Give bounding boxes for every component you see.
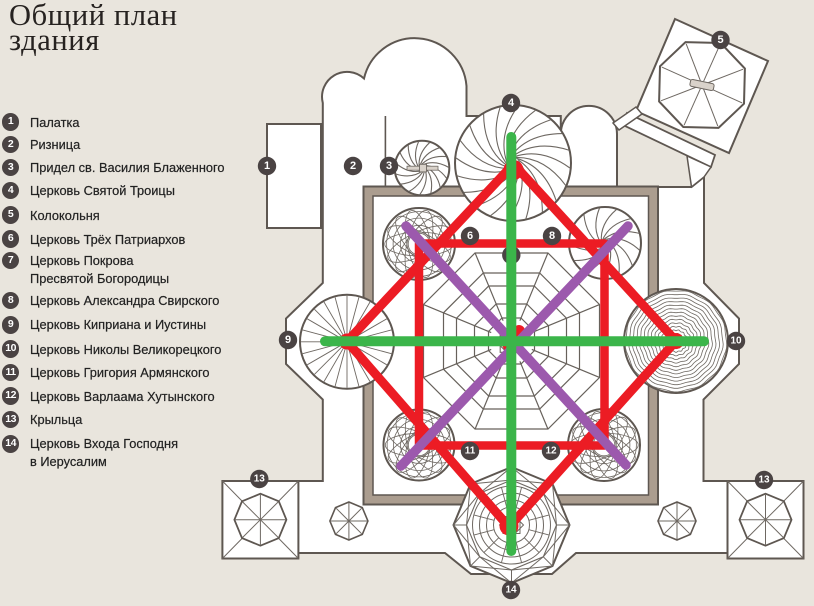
svg-text:5: 5 [717, 34, 723, 46]
svg-text:14: 14 [505, 585, 517, 596]
svg-text:3: 3 [386, 160, 392, 172]
svg-text:8: 8 [549, 230, 555, 242]
svg-text:11: 11 [465, 446, 476, 457]
svg-text:6: 6 [467, 230, 473, 242]
svg-text:9: 9 [285, 334, 291, 346]
svg-text:10: 10 [730, 336, 742, 347]
svg-text:2: 2 [350, 160, 356, 172]
svg-text:12: 12 [545, 446, 557, 457]
svg-text:13: 13 [758, 475, 770, 486]
svg-text:1: 1 [264, 160, 270, 172]
svg-text:13: 13 [254, 474, 266, 485]
svg-text:4: 4 [508, 97, 515, 109]
